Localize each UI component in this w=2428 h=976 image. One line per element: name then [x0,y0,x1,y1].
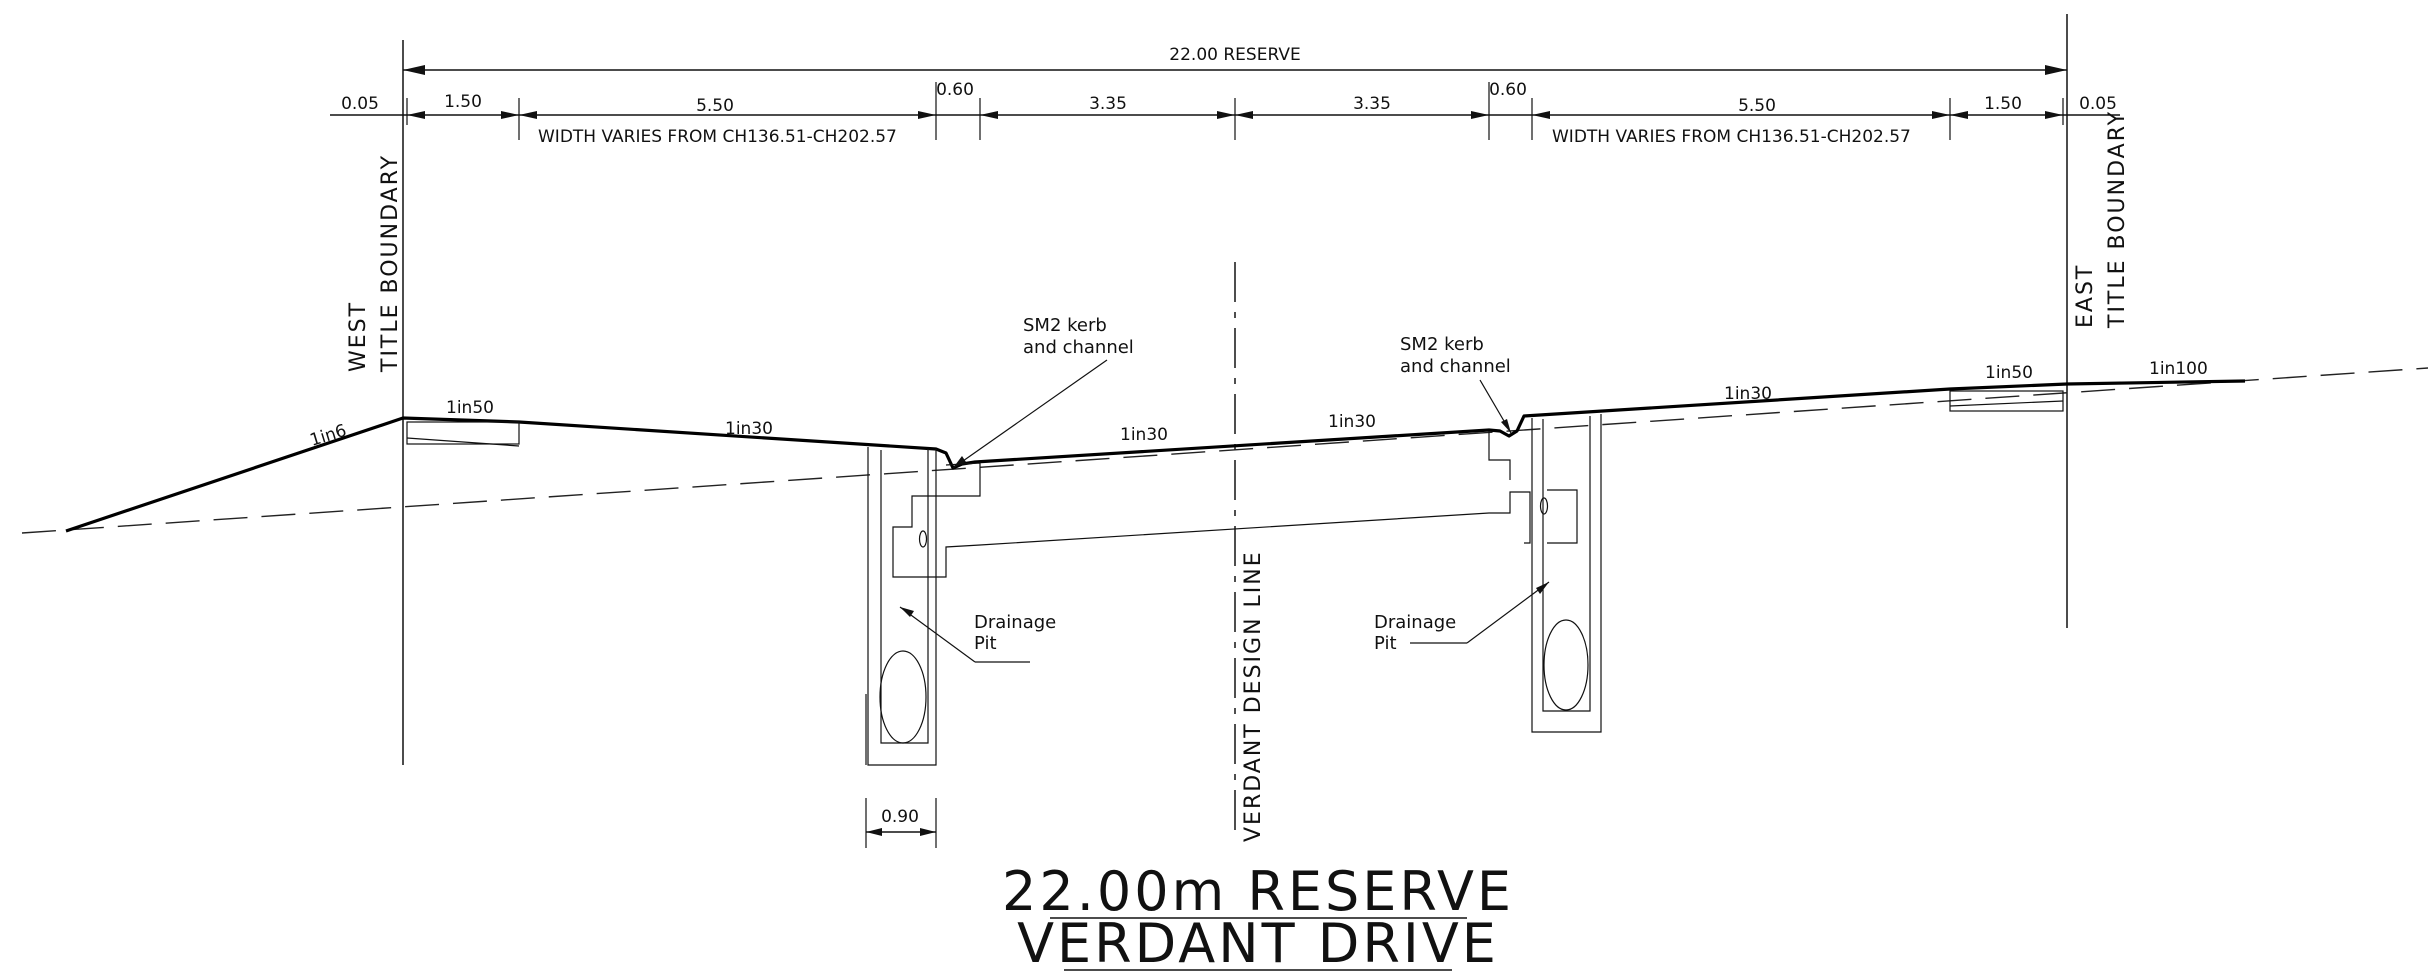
pit-width-dimension: 0.90 [865,798,937,848]
east-footpath-slope: 1in50 [1985,363,2033,383]
arrow-head [953,456,966,468]
east-footpath-dimension: 1.50 [1984,94,2022,114]
east-kerb-label-line1: SM2 kerb [1400,334,1484,355]
west-pit-label-line2: Pit [974,633,997,654]
natural-surface [21,367,2428,534]
west-pit-inner-wall [880,449,929,744]
east-pit-outer-wall [1531,414,1602,733]
east-kerb-label-line2: and channel [1400,356,1511,377]
arrow-head [2045,65,2067,75]
east-pit-connector [1539,497,1549,515]
east-batter-slope: 1in100 [2149,359,2208,379]
arrow-head [1501,419,1511,433]
west-boundary-label-line1: WEST [346,301,371,372]
arrow-head [1536,582,1549,594]
west-width-varies-note: WIDTH VARIES FROM CH136.51-CH202.57 [538,127,897,147]
west-kerb-dimension: 0.60 [936,80,974,100]
arrow-head [980,111,998,119]
west-footpath-slab [406,421,520,445]
arrow-head [1471,111,1489,119]
east-offset-dimension: 0.05 [2079,94,2117,114]
west-pit-label-line1: Drainage [974,612,1056,633]
arrow-head [403,65,425,75]
existing-ground-line [21,367,2428,534]
title-line2: VERDANT DRIVE [1017,912,1499,975]
west-verge-slope: 1in30 [725,419,773,439]
arrow-head [519,111,537,119]
east-pit-pipe [1543,619,1589,711]
east-pit-inner-wall [1542,416,1591,712]
east-pit-inlet [1547,489,1578,544]
west-pit-leader [899,606,976,663]
east-lane-dimension: 3.35 [1353,94,1391,114]
west-verge-dimension: 5.50 [696,96,734,116]
west-kerb-base [892,462,1531,578]
east-verge-slope: 1in30 [1724,384,1772,404]
west-footpath-slab-line [406,437,520,447]
east-boundary-label-line1: EAST [2073,264,2098,328]
east-pit-label-line2: Pit [1374,633,1397,654]
west-kerb-label-line1: SM2 kerb [1023,315,1107,336]
slope-labels: 1in6 1in50 1in30 1in30 1in30 1in30 1in50… [308,359,2208,451]
boundary-labels: WEST TITLE BOUNDARY EAST TITLE BOUNDARY … [346,110,2130,842]
west-pit-pipe [879,650,927,744]
arrow-head [900,607,914,617]
east-footpath-slab-line [1949,400,2064,407]
title-line1: 22.00m RESERVE [1002,860,1514,923]
boundary-lines [402,14,2068,840]
road-profile [65,379,2246,533]
overall-reserve-dimension: 22.00 RESERVE [403,45,2067,75]
east-lane-slope: 1in30 [1328,412,1376,432]
arrow-head [1217,111,1235,119]
arrow-head [918,111,936,119]
west-lane-slope: 1in30 [1120,425,1168,445]
west-footpath-slope: 1in50 [446,398,494,418]
arrow-head [2045,111,2063,119]
pit-width-label: 0.90 [881,807,919,827]
arrow-head [407,111,425,119]
east-kerb-dimension: 0.60 [1489,80,1527,100]
finished-surface-profile [65,379,2246,533]
arrow-head [1532,111,1550,119]
east-drainage-pit: Drainage Pit [1374,414,1602,733]
west-kerb-leader [952,359,1108,469]
west-lane-dimension: 3.35 [1089,94,1127,114]
east-verge-dimension: 5.50 [1738,96,1776,116]
west-pit-outer-wall [867,447,937,766]
arrow-head [920,828,936,836]
arrow-head [1235,111,1253,119]
centreline-label: VERDANT DESIGN LINE [1241,550,1266,842]
east-pit-label-line1: Drainage [1374,612,1456,633]
arrow-head [1950,111,1968,119]
drawing-title: 22.00m RESERVE VERDANT DRIVE [1002,860,1514,975]
east-boundary-label-line2: TITLE BOUNDARY [2105,110,2130,329]
west-drainage-pit: Drainage Pit [865,447,1531,766]
east-kerb-base [1488,431,1511,480]
segment-dimensions: 0.05 1.50 5.50 0.60 3.35 3.35 0.60 5.50 … [330,80,2120,147]
east-width-varies-note: WIDTH VARIES FROM CH136.51-CH202.57 [1552,127,1911,147]
overall-reserve-label: 22.00 RESERVE [1169,45,1300,65]
west-boundary-label-line2: TITLE BOUNDARY [378,154,403,373]
west-kerb-label-line2: and channel [1023,337,1134,358]
kerb-callouts: SM2 kerb and channel SM2 kerb and channe… [952,315,1512,469]
arrow-head [501,111,519,119]
east-pit-leader [1466,581,1550,644]
west-pit-connector [918,530,928,548]
west-offset-dimension: 0.05 [341,94,379,114]
arrow-head [866,828,882,836]
west-batter-slope: 1in6 [308,421,349,451]
west-footpath-dimension: 1.50 [444,92,482,112]
arrow-head [1932,111,1950,119]
